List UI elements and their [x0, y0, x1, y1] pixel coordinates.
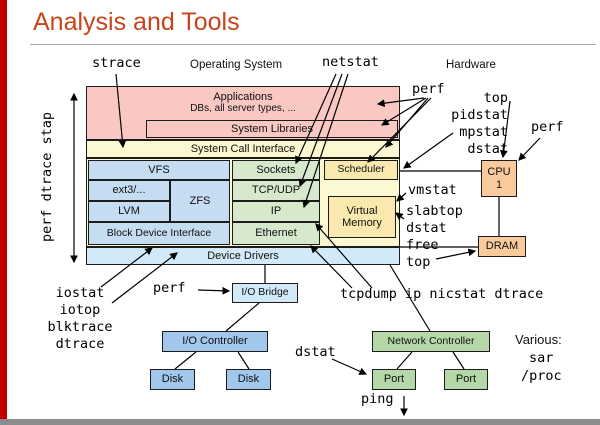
cpu-tools-group: top pidstat mpstat dstat — [430, 90, 508, 158]
title-divider — [30, 44, 596, 45]
box-disk-left: Disk — [150, 369, 195, 390]
tool-pidstat: pidstat — [451, 107, 508, 123]
box-block-device-interface: Block Device Interface — [88, 222, 230, 245]
tool-top-mem: top — [406, 254, 431, 270]
box-lvm: LVM — [88, 201, 170, 222]
tool-blktrace: blktrace — [47, 319, 113, 335]
box-io-controller: I/O Controller — [162, 331, 268, 352]
box-vfs: VFS — [88, 160, 230, 180]
box-ethernet: Ethernet — [232, 222, 320, 245]
tool-iostat: iostat — [55, 285, 105, 301]
box-dram: DRAM — [478, 236, 526, 257]
window-bottom-edge — [0, 419, 600, 425]
tool-netstat: netstat — [322, 54, 379, 70]
tool-proc: /proc — [521, 368, 562, 384]
box-port-left: Port — [372, 369, 416, 390]
box-sockets: Sockets — [232, 160, 320, 180]
box-port-right: Port — [444, 369, 488, 390]
block-tools-group: iostat iotop blktrace dtrace — [40, 285, 120, 353]
vertical-tools-text: perf dtrace stap — [39, 111, 56, 243]
tool-mpstat: mpstat — [459, 124, 508, 140]
tool-dstat-net: dstat — [295, 344, 336, 360]
tool-dstat-mem: dstat — [406, 220, 447, 236]
box-cpu: CPU 1 — [481, 160, 517, 197]
applications-label: Applications — [213, 91, 273, 103]
hardware-label: Hardware — [446, 59, 496, 71]
operating-system-label: Operating System — [190, 59, 283, 71]
box-ext3: ext3/... — [88, 180, 170, 201]
cpu-label-line1: CPU — [487, 166, 511, 179]
box-system-libraries: System Libraries — [146, 120, 398, 138]
vertical-tools-label: perf dtrace stap — [34, 88, 60, 266]
tool-strace: strace — [92, 55, 141, 71]
tool-dstat-cpu: dstat — [467, 141, 508, 157]
virtual-memory-line1: Virtual — [346, 204, 378, 217]
tool-network-sniffers: tcpdump ip nicstat dtrace — [340, 286, 544, 302]
tool-perf-io: perf — [153, 280, 186, 296]
cpu-label-line2: 1 — [495, 178, 503, 191]
tool-perf-top: perf — [412, 81, 445, 97]
applications-sublabel: DBs, all server types, ... — [190, 103, 296, 115]
box-device-drivers: Device Drivers — [86, 247, 400, 265]
tool-ping: ping — [361, 391, 394, 407]
box-virtual-memory: Virtual Memory — [328, 196, 396, 238]
box-disk-right: Disk — [226, 369, 271, 390]
tool-slabtop: slabtop — [406, 203, 463, 219]
tool-sar: sar — [529, 350, 554, 366]
tool-dtrace-block: dtrace — [55, 336, 105, 352]
box-io-bridge: I/O Bridge — [232, 283, 298, 303]
tool-iotop: iotop — [59, 302, 101, 318]
box-scheduler: Scheduler — [324, 160, 398, 180]
box-tcp-udp: TCP/UDP — [232, 180, 320, 201]
tool-free: free — [406, 237, 439, 253]
box-network-controller: Network Controller — [372, 331, 490, 352]
tool-top-cpu: top — [483, 90, 508, 106]
memory-tools-group: slabtop dstat free top — [406, 203, 463, 271]
various-label: Various: — [515, 332, 562, 347]
virtual-memory-line2: Memory — [342, 217, 382, 229]
tool-vmstat: vmstat — [408, 182, 457, 198]
box-ip: IP — [232, 201, 320, 222]
box-system-call-interface: System Call Interface — [86, 140, 400, 158]
tool-perf-cpu: perf — [531, 119, 564, 135]
slide-accent-bar — [0, 0, 7, 425]
slide-title: Analysis and Tools — [33, 8, 240, 36]
box-zfs: ZFS — [170, 180, 230, 222]
